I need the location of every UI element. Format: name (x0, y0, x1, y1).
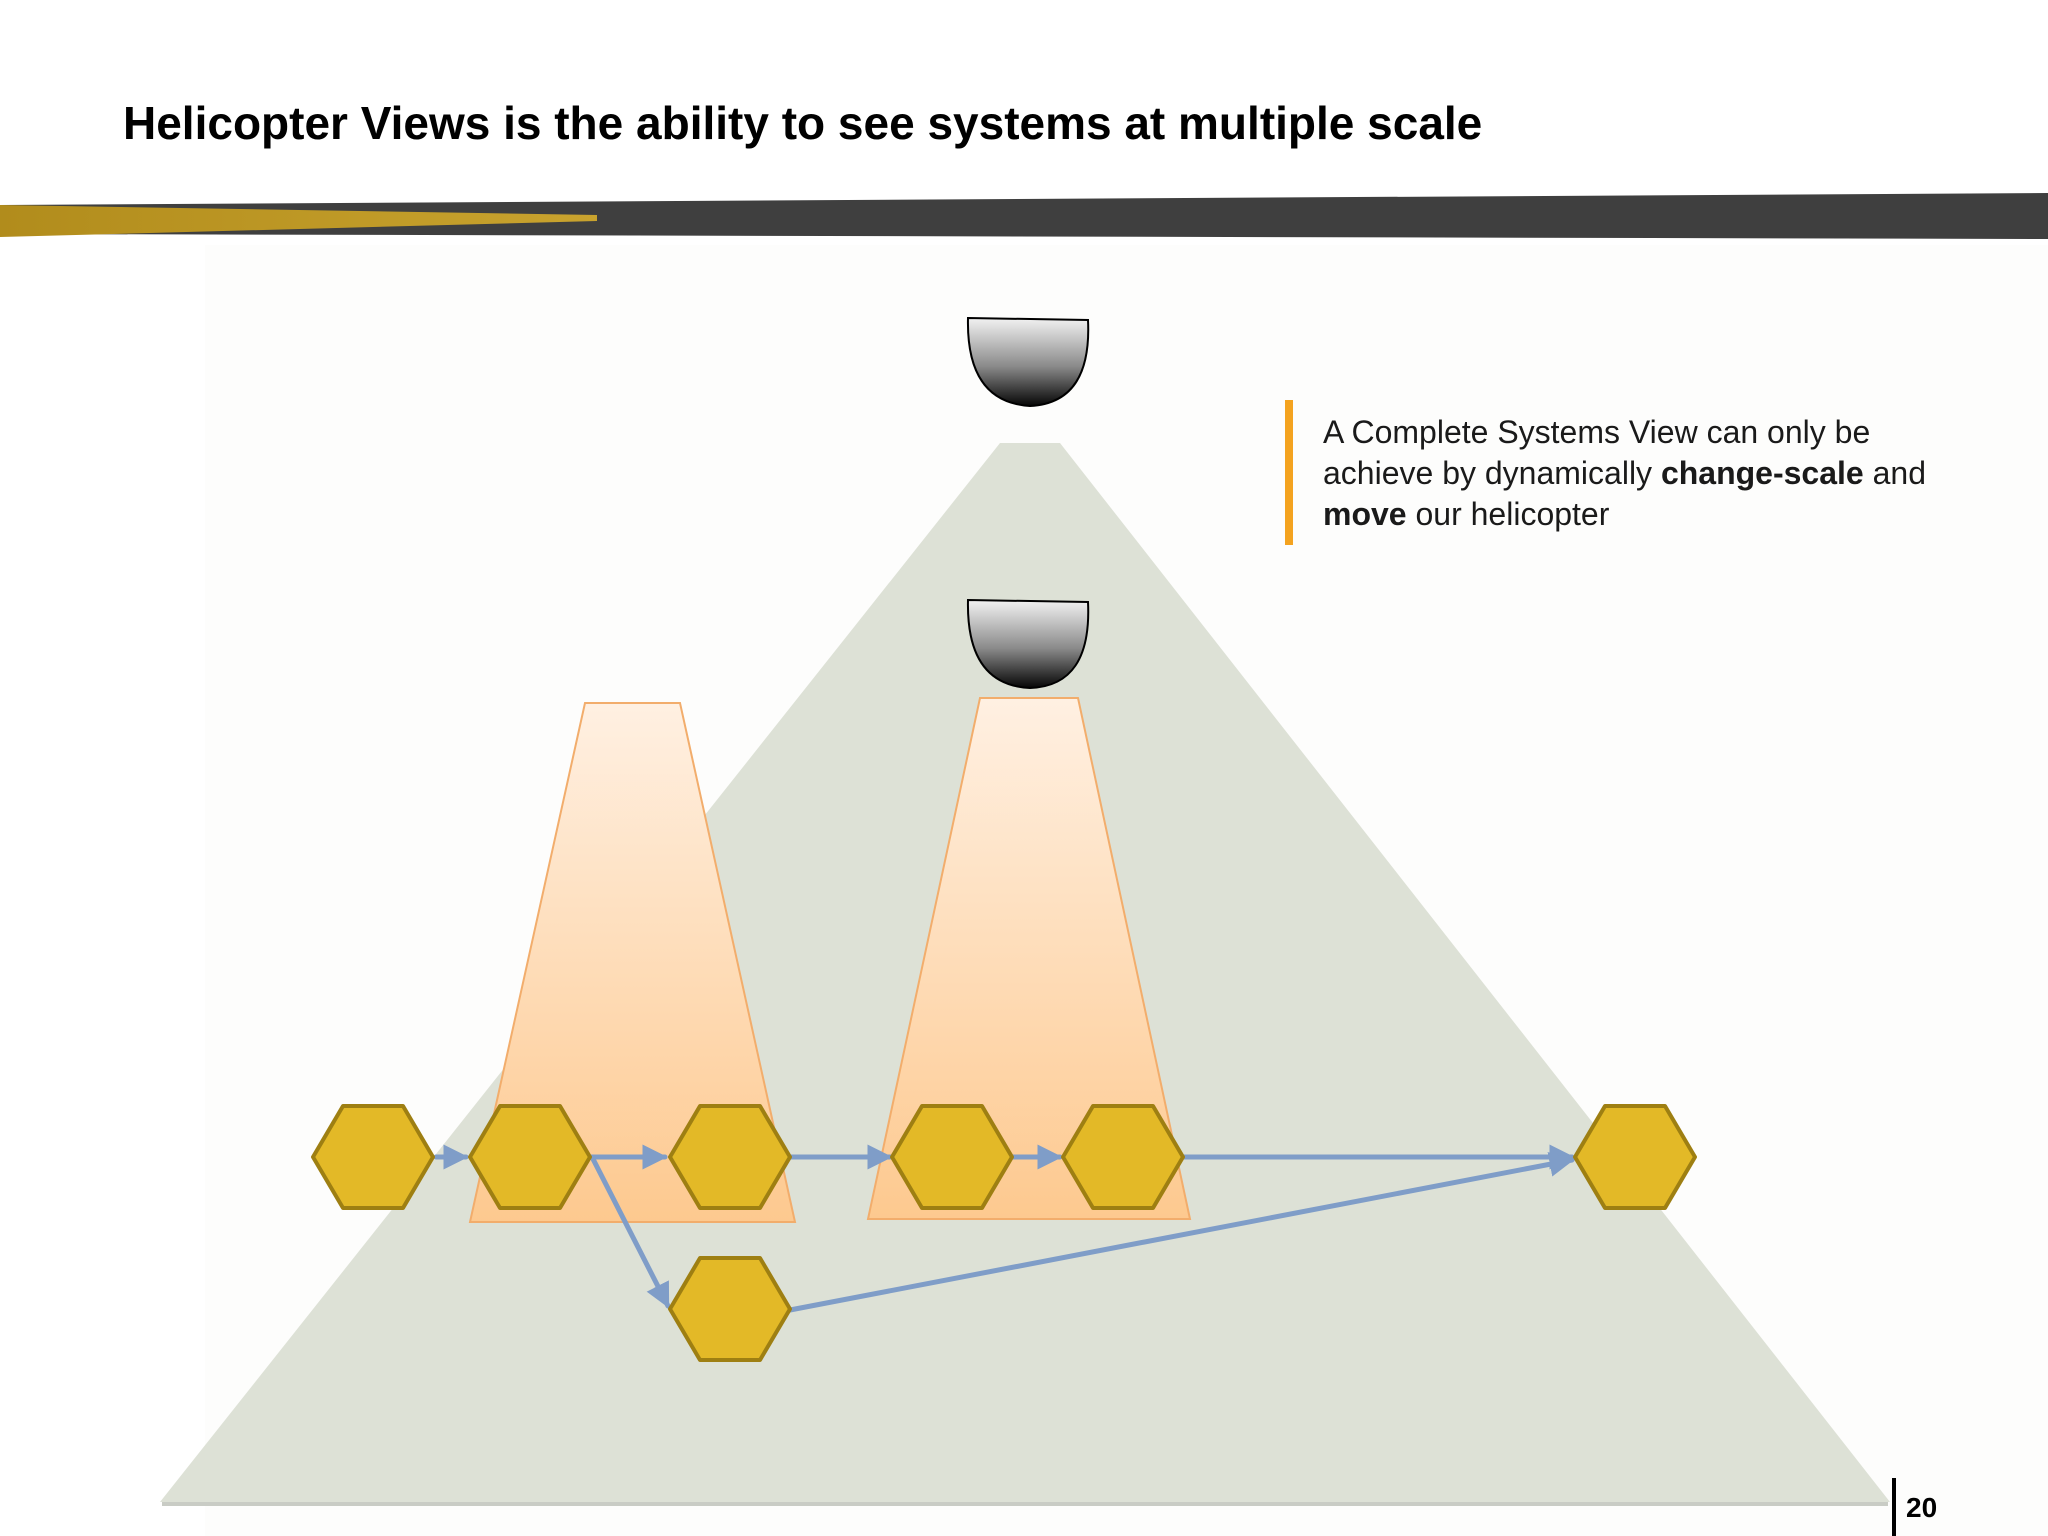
hexagon-node-icon (311, 1104, 435, 1210)
callout-emphasis-move: move (1323, 496, 1407, 532)
hexagon-node-icon (890, 1104, 1014, 1210)
title-underline-band (0, 193, 2048, 239)
callout-accent-bar (1285, 400, 1293, 545)
callout-text-part: our helicopter (1406, 496, 1610, 532)
hexagon-node-icon (668, 1104, 792, 1210)
callout-text-part: A Complete Systems View can only be achi… (1323, 414, 1871, 491)
helicopter-observer-icon (966, 598, 1090, 690)
helicopter-observer-icon (966, 316, 1090, 408)
helicopter-view-diagram (160, 245, 2048, 1536)
page-number: 20 (1906, 1492, 1938, 1523)
band-gold-stripe (0, 205, 597, 237)
hexagon-node-icon (1573, 1104, 1697, 1210)
hexagon-node-icon (468, 1104, 592, 1210)
band-dark-stripe (0, 193, 2048, 239)
callout-text-part: and (1863, 455, 1926, 491)
hexagon-node-icon (1061, 1104, 1185, 1210)
callout-emphasis-change-scale: change-scale (1660, 455, 1864, 491)
callout-text: A Complete Systems View can only be achi… (1323, 412, 1983, 535)
flow-arrow (589, 1154, 671, 1309)
page-number-rule (1892, 1478, 1896, 1536)
slide-title: Helicopter Views is the ability to see s… (123, 97, 1483, 149)
focus-beam-left (468, 702, 797, 1223)
flow-arrows (433, 1144, 1575, 1313)
callout-box: A Complete Systems View can only be achi… (1285, 400, 1985, 545)
system-nodes (311, 1104, 1697, 1362)
focus-beam-right (866, 697, 1192, 1220)
flow-arrow (787, 1151, 1575, 1313)
hexagon-node-icon (668, 1256, 792, 1362)
